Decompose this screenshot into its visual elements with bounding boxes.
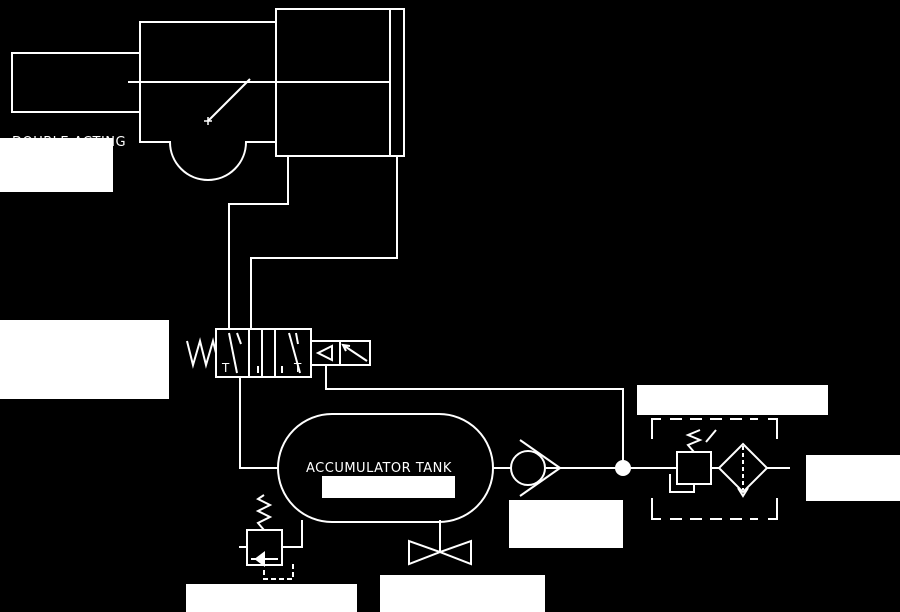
actuator-piston [389, 8, 405, 157]
filter-diamond [717, 442, 769, 494]
label-redaction-check-valve [509, 500, 623, 548]
safety-relief-valve-label: SAFETY RELIEF VALVE [196, 588, 347, 603]
valve-spring-icon [186, 337, 217, 369]
label-redaction-drain-valve [380, 575, 545, 612]
check-valve-label: CHECK VALVE [514, 501, 609, 516]
drain-valve-label: DRAIN VALVE [391, 575, 482, 590]
actuator-body [139, 21, 277, 181]
actuator-rod-end [11, 52, 141, 113]
valve-port-left-label: T [222, 361, 230, 375]
valve-port-right-label: T [294, 361, 302, 375]
label-redaction-actuator [0, 138, 113, 192]
accumulator-tank-shape [277, 413, 494, 523]
filter-regulator-label: FILTER REGULATOR [640, 393, 774, 408]
label-redaction-air-supply [806, 455, 900, 501]
pipe-valve-to-tank [239, 376, 278, 469]
piping [228, 156, 790, 550]
label-redaction-safety-relief [186, 584, 357, 612]
pipe-supply-to-valve [325, 365, 624, 468]
pipe-actuator-port-a [228, 156, 289, 330]
check-valve-symbol [510, 439, 561, 497]
label-redaction-filter-regulator [637, 385, 828, 415]
pipe-junction [615, 460, 631, 476]
pipe-tank-to-relief [282, 520, 303, 548]
pipe-actuator-port-b [250, 156, 398, 330]
actuator-pointer [207, 78, 251, 122]
filter-regulator-symbol [651, 418, 778, 520]
air-supply-label: AIR SUPPLY [808, 461, 886, 476]
accumulator-tank-label: ACCUMULATOR TANK [306, 461, 452, 476]
label-redaction-valve [0, 320, 169, 399]
safety-relief-valve-symbol [239, 494, 294, 580]
directional-control-valve [186, 328, 371, 378]
double-acting-actuator [11, 8, 405, 181]
double-acting-label: DOUBLE ACTING [12, 135, 127, 150]
drain-valve-symbol [408, 520, 472, 566]
label-redaction-tank [322, 476, 455, 498]
regulator-box [676, 451, 712, 485]
regulator-spring-icon [685, 429, 703, 453]
